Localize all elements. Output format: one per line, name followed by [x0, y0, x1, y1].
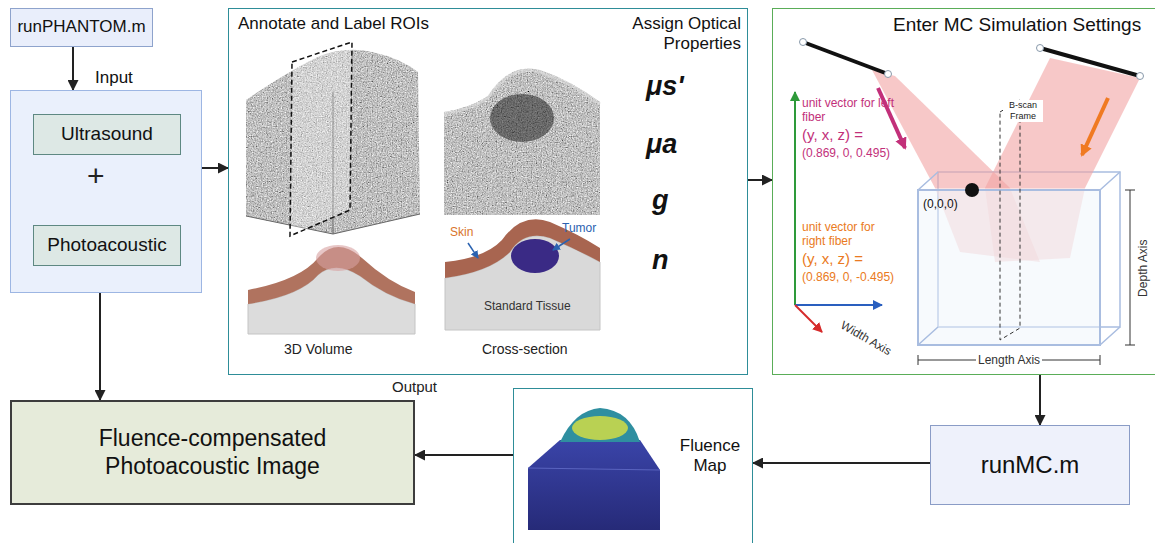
vector-value: (0.869, 0, 0.495)	[802, 146, 890, 160]
modality-box: Ultrasound	[33, 114, 181, 155]
origin-label: (0,0,0)	[923, 197, 958, 211]
beam	[985, 58, 1140, 188]
node-title: Input	[95, 68, 133, 88]
fiber-end	[1037, 45, 1044, 52]
ultrasound-slice	[444, 68, 600, 215]
tumor-region	[511, 239, 559, 273]
node-title: Annotate and Label ROIs	[238, 14, 429, 34]
vector-note: (y, x, z) =	[802, 126, 863, 144]
input-group: InputUltrasoundPhotoacoustic	[10, 90, 202, 293]
connector-arrow	[99, 293, 101, 400]
axis	[795, 305, 822, 332]
fiber	[803, 42, 888, 74]
annotation-panel: Annotate and Label ROIs Assign Optical Pr…	[228, 8, 748, 375]
modality-box: Photoacoustic	[33, 225, 181, 266]
node-title: Enter MC Simulation Settings	[893, 14, 1141, 37]
panel-caption: 3D Volume	[284, 341, 352, 358]
volume-edges	[918, 172, 1120, 345]
connector-arrow	[753, 462, 930, 464]
fiber-end	[800, 39, 807, 46]
region-label: Skin	[450, 225, 473, 239]
fluence-hotspot	[572, 416, 628, 440]
optical-symbol: g	[652, 184, 669, 216]
node-title: Fluence Map	[670, 436, 750, 477]
beam	[872, 70, 1010, 188]
tissue-volume	[248, 268, 415, 334]
axis	[795, 304, 882, 306]
fluence-top	[560, 408, 640, 442]
vector-value: (0.869, 0, -0.495)	[802, 270, 894, 284]
panel-caption: Cross-section	[482, 341, 568, 358]
skin-layer	[445, 219, 600, 278]
axis-label: Length Axis	[976, 353, 1042, 367]
tumor-echo	[490, 94, 554, 142]
bscan-frame	[1000, 100, 1020, 340]
plus-sign: +	[87, 158, 105, 194]
optical-symbol: μa	[646, 128, 677, 160]
fiber	[1040, 48, 1140, 76]
connector-arrow	[415, 454, 513, 456]
fiber-end	[885, 71, 892, 78]
beam-direction	[1082, 98, 1108, 155]
slice-plane	[290, 42, 352, 236]
volume-front	[918, 190, 1100, 345]
fluence-panel: Fluence Map	[513, 388, 753, 543]
tumor-volume	[316, 245, 360, 271]
script-box: runPHANTOM.m	[10, 8, 153, 47]
node-title: Photoacoustic	[47, 234, 166, 257]
origin-dot	[965, 183, 979, 197]
region-label: Standard Tissue	[484, 299, 571, 313]
settings-panel: Enter MC Simulation Settings	[772, 8, 1155, 375]
frame-label: B-scan Frame	[1003, 100, 1043, 122]
fluence-volume	[528, 440, 660, 530]
connector-arrow	[1039, 375, 1041, 425]
axis-label: Width Axis	[838, 318, 894, 358]
script-box: runMC.m	[930, 425, 1130, 505]
output-label: Output	[392, 378, 437, 396]
leader-line	[468, 243, 478, 258]
connector-arrow	[748, 179, 772, 181]
axis	[794, 92, 796, 305]
node-heading: Assign Optical Properties	[591, 14, 741, 55]
leader-line	[553, 239, 570, 250]
fluence-edge	[528, 468, 660, 470]
node-title: runMC.m	[981, 451, 1080, 480]
vector-note: unit vector for left fiber	[802, 96, 896, 125]
axis-label: Depth Axis	[1136, 240, 1150, 297]
optical-symbol: μs'	[646, 70, 684, 102]
vector-note: (y, x, z) =	[802, 250, 863, 268]
connector-arrow	[72, 47, 74, 90]
node-title: runPHANTOM.m	[17, 17, 145, 37]
optical-symbol: n	[652, 244, 669, 276]
vector-note: unit vector for right fiber	[802, 220, 896, 249]
output-box: Fluence-compensated Photoacoustic Image	[10, 400, 415, 505]
node-title: Fluence-compensated Photoacoustic Image	[63, 425, 363, 480]
fiber-end	[1137, 73, 1144, 80]
node-title: Ultrasound	[61, 123, 153, 146]
region-label: Tumor	[562, 221, 596, 235]
dimension-bracket	[1125, 190, 1135, 345]
connector-arrow	[202, 167, 228, 169]
